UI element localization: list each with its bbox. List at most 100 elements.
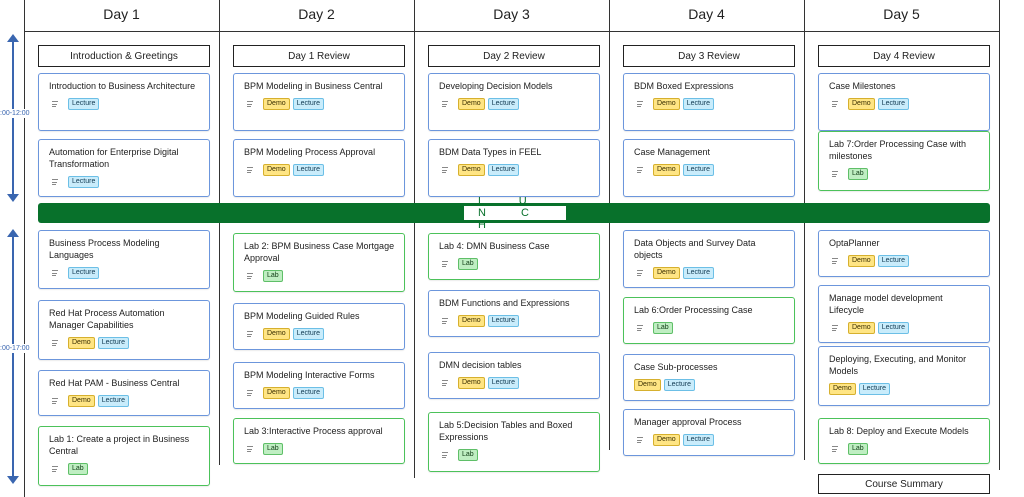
afternoon-arrow-down-icon (7, 476, 19, 484)
card-title: Lab 3:Interactive Process approval (244, 426, 383, 436)
demo-tag: Demo (458, 315, 485, 327)
card-tags: Lecture (49, 98, 200, 110)
card-tags: Lab (439, 449, 590, 461)
session-card[interactable]: Red Hat Process Automation Manager Capab… (38, 300, 210, 360)
description-icon (829, 170, 842, 179)
lecture-tag: Lecture (682, 164, 715, 176)
card-title: Business Process Modeling Languages (49, 238, 160, 260)
description-icon (49, 269, 62, 278)
description-icon (244, 272, 257, 281)
card-title: Red Hat Process Automation Manager Capab… (49, 308, 165, 330)
lecture-tag: Lecture (682, 267, 715, 279)
session-card[interactable]: Automation for Enterprise Digital Transf… (38, 139, 210, 197)
description-icon (244, 389, 257, 398)
section-label: Day 3 Review (678, 50, 740, 62)
lecture-tag: Lecture (877, 322, 910, 334)
day-5-header: Day 5 (883, 6, 920, 22)
card-title: OptaPlanner (829, 238, 880, 248)
card-tags: Lecture (49, 176, 200, 188)
section-label: Course Summary (865, 478, 943, 490)
card-title: BDM Data Types in FEEL (439, 147, 542, 157)
lunch-label: L U N C H (463, 195, 567, 231)
card-title: Data Objects and Survey Data objects (634, 238, 756, 260)
lecture-tag: Lecture (487, 98, 520, 110)
lab-card[interactable]: Lab 7:Order Processing Case with milesto… (818, 131, 990, 191)
lab-card[interactable]: Lab 2: BPM Business Case Mortgage Approv… (233, 233, 405, 292)
afternoon-arrow-up-icon (7, 229, 19, 237)
card-tags: Lab (829, 168, 980, 180)
description-icon (244, 166, 257, 175)
card-tags: Lecture (49, 267, 200, 279)
course-summary-box: Course Summary (818, 474, 990, 494)
demo-tag: Demo (634, 379, 661, 391)
card-tags: Lab (244, 443, 395, 455)
session-card[interactable]: Deploying, Executing, and Monitor Models… (818, 346, 990, 406)
lecture-tag: Lecture (68, 176, 100, 188)
morning-arrow-down-icon (7, 194, 19, 202)
lab-tag: Lab (263, 270, 283, 282)
lab-card[interactable]: Lab 1: Create a project in Business Cent… (38, 426, 210, 486)
day-3-section-box: Day 2 Review (428, 45, 600, 67)
description-icon (439, 166, 452, 175)
lecture-tag: Lecture (292, 164, 325, 176)
day-3-header: Day 3 (493, 6, 530, 22)
card-tags: Lab (439, 258, 590, 270)
description-icon (634, 324, 647, 333)
description-icon (244, 330, 257, 339)
card-title: Lab 4: DMN Business Case (439, 241, 550, 251)
lab-tag: Lab (263, 443, 283, 455)
description-icon (829, 445, 842, 454)
card-title: BPM Modeling Process Approval (244, 147, 376, 157)
card-tags: Lab (634, 322, 785, 334)
card-title: DMN decision tables (439, 360, 522, 370)
lab-tag: Lab (458, 258, 478, 270)
lecture-tag: Lecture (97, 337, 130, 349)
description-icon (49, 100, 62, 109)
description-icon (49, 397, 62, 406)
lab-card[interactable]: Lab 5:Decision Tables and Boxed Expressi… (428, 412, 600, 472)
column-divider (804, 0, 805, 460)
lab-tag: Lab (458, 449, 478, 461)
lab-tag: Lab (653, 322, 673, 334)
demo-tag: Demo (263, 98, 290, 110)
lab-tag: Lab (68, 463, 88, 475)
card-title: Red Hat PAM - Business Central (49, 378, 180, 388)
day-1-header: Day 1 (103, 6, 140, 22)
card-title: Case Management (634, 147, 711, 157)
description-icon (439, 100, 452, 109)
card-title: BDM Functions and Expressions (439, 298, 570, 308)
